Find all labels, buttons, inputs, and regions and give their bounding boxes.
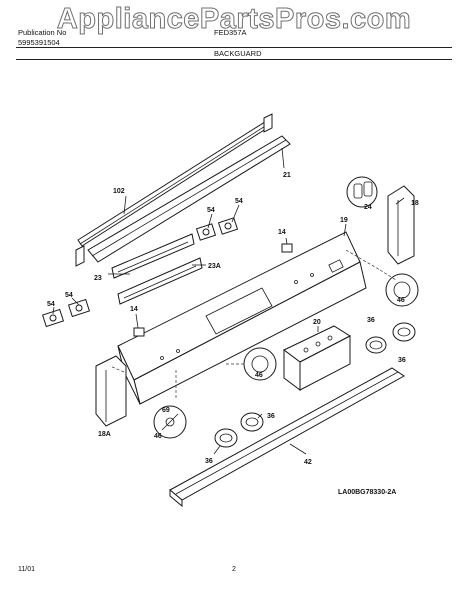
clip-54-left-2	[67, 298, 91, 318]
header-rule-top	[16, 47, 452, 48]
clip-54-top-left	[195, 223, 217, 241]
callout-54-c: 54	[47, 301, 55, 308]
knob-46-detail-right	[385, 273, 419, 307]
connector-14-lower	[133, 327, 145, 337]
model-number: FED357A	[214, 28, 247, 37]
bracket-23	[111, 233, 195, 279]
callout-23: 23	[94, 275, 102, 282]
clip-54-left-1	[41, 308, 65, 328]
diagram-id: LA00BG78330-2A	[338, 489, 396, 496]
callout-36-d: 36	[205, 458, 213, 465]
callout-46-b: 46	[255, 372, 263, 379]
callout-21: 21	[283, 172, 291, 179]
knob-36-right-2	[392, 322, 416, 342]
footer-date: 11/01	[18, 566, 35, 573]
trim-strip-102	[75, 113, 273, 267]
callout-14-lower: 14	[130, 306, 138, 313]
knob-36-right-1	[365, 336, 387, 354]
callout-36-b: 36	[398, 357, 406, 364]
callout-102: 102	[113, 188, 125, 195]
callout-36-c: 36	[267, 413, 275, 420]
top-trim-21	[87, 135, 291, 263]
section-title: BACKGUARD	[214, 49, 262, 58]
backguard-panel-19	[117, 231, 367, 405]
end-cap-18a	[95, 355, 127, 427]
leader-lines	[52, 147, 405, 455]
bracket-23a	[117, 257, 203, 305]
clip-24-detail	[346, 176, 378, 208]
callout-18: 18	[411, 200, 419, 207]
clip-54-top-right	[217, 217, 239, 235]
knob-36-left	[214, 428, 238, 448]
callout-46-c: 46	[154, 433, 162, 440]
callout-54-b: 54	[235, 198, 243, 205]
watermark: AppliancePartsPros.com	[56, 3, 412, 36]
callout-54-a: 54	[207, 207, 215, 214]
bottom-trim-42	[169, 367, 405, 508]
callout-42: 42	[304, 459, 312, 466]
connector-14-upper	[281, 243, 293, 253]
publication-label: Publication No	[18, 28, 67, 37]
callout-19: 19	[340, 217, 348, 224]
clock-control-20	[283, 325, 352, 391]
callout-24: 24	[364, 204, 372, 211]
header-rule-bottom	[16, 59, 452, 60]
callout-69: 69	[162, 407, 170, 414]
callout-46-a: 46	[397, 297, 405, 304]
publication-number: 5995391504	[18, 38, 60, 47]
end-cap-18	[387, 185, 415, 265]
callout-36-a: 36	[367, 317, 375, 324]
part-69-detail	[153, 405, 187, 439]
callout-14-upper: 14	[278, 229, 286, 236]
callout-23a: 23A	[208, 263, 221, 270]
callout-20: 20	[313, 319, 321, 326]
knob-36-center	[240, 412, 264, 432]
footer-page-number: 2	[232, 566, 236, 573]
callout-18a: 18A	[98, 431, 111, 438]
callout-54-d: 54	[65, 292, 73, 299]
